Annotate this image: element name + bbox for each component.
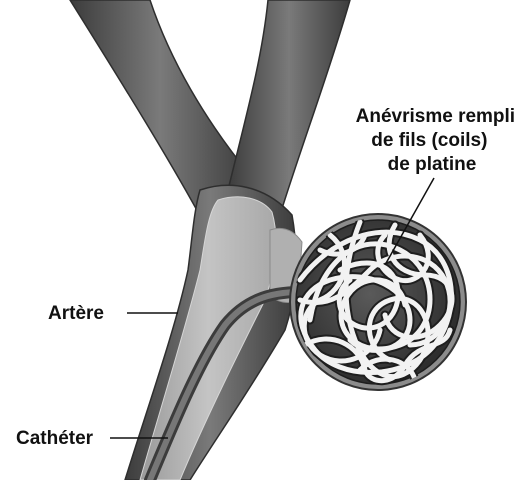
aneurysm-label: Anévrisme rempli de fils (coils) de plat…: [356, 106, 521, 175]
coiled-aneurysm-illustration: [290, 214, 466, 390]
aneurysm-label-line-2: de fils (coils): [371, 130, 487, 151]
artery-label: Artère: [48, 303, 104, 324]
aneurysm-label-line-1: Anévrisme rempli: [356, 106, 515, 127]
aneurysm-label-line-3: de platine: [388, 154, 477, 175]
artery-right-branch: [228, 0, 350, 215]
catheter-label: Cathéter: [16, 428, 94, 449]
artery-illustration: [70, 0, 350, 480]
